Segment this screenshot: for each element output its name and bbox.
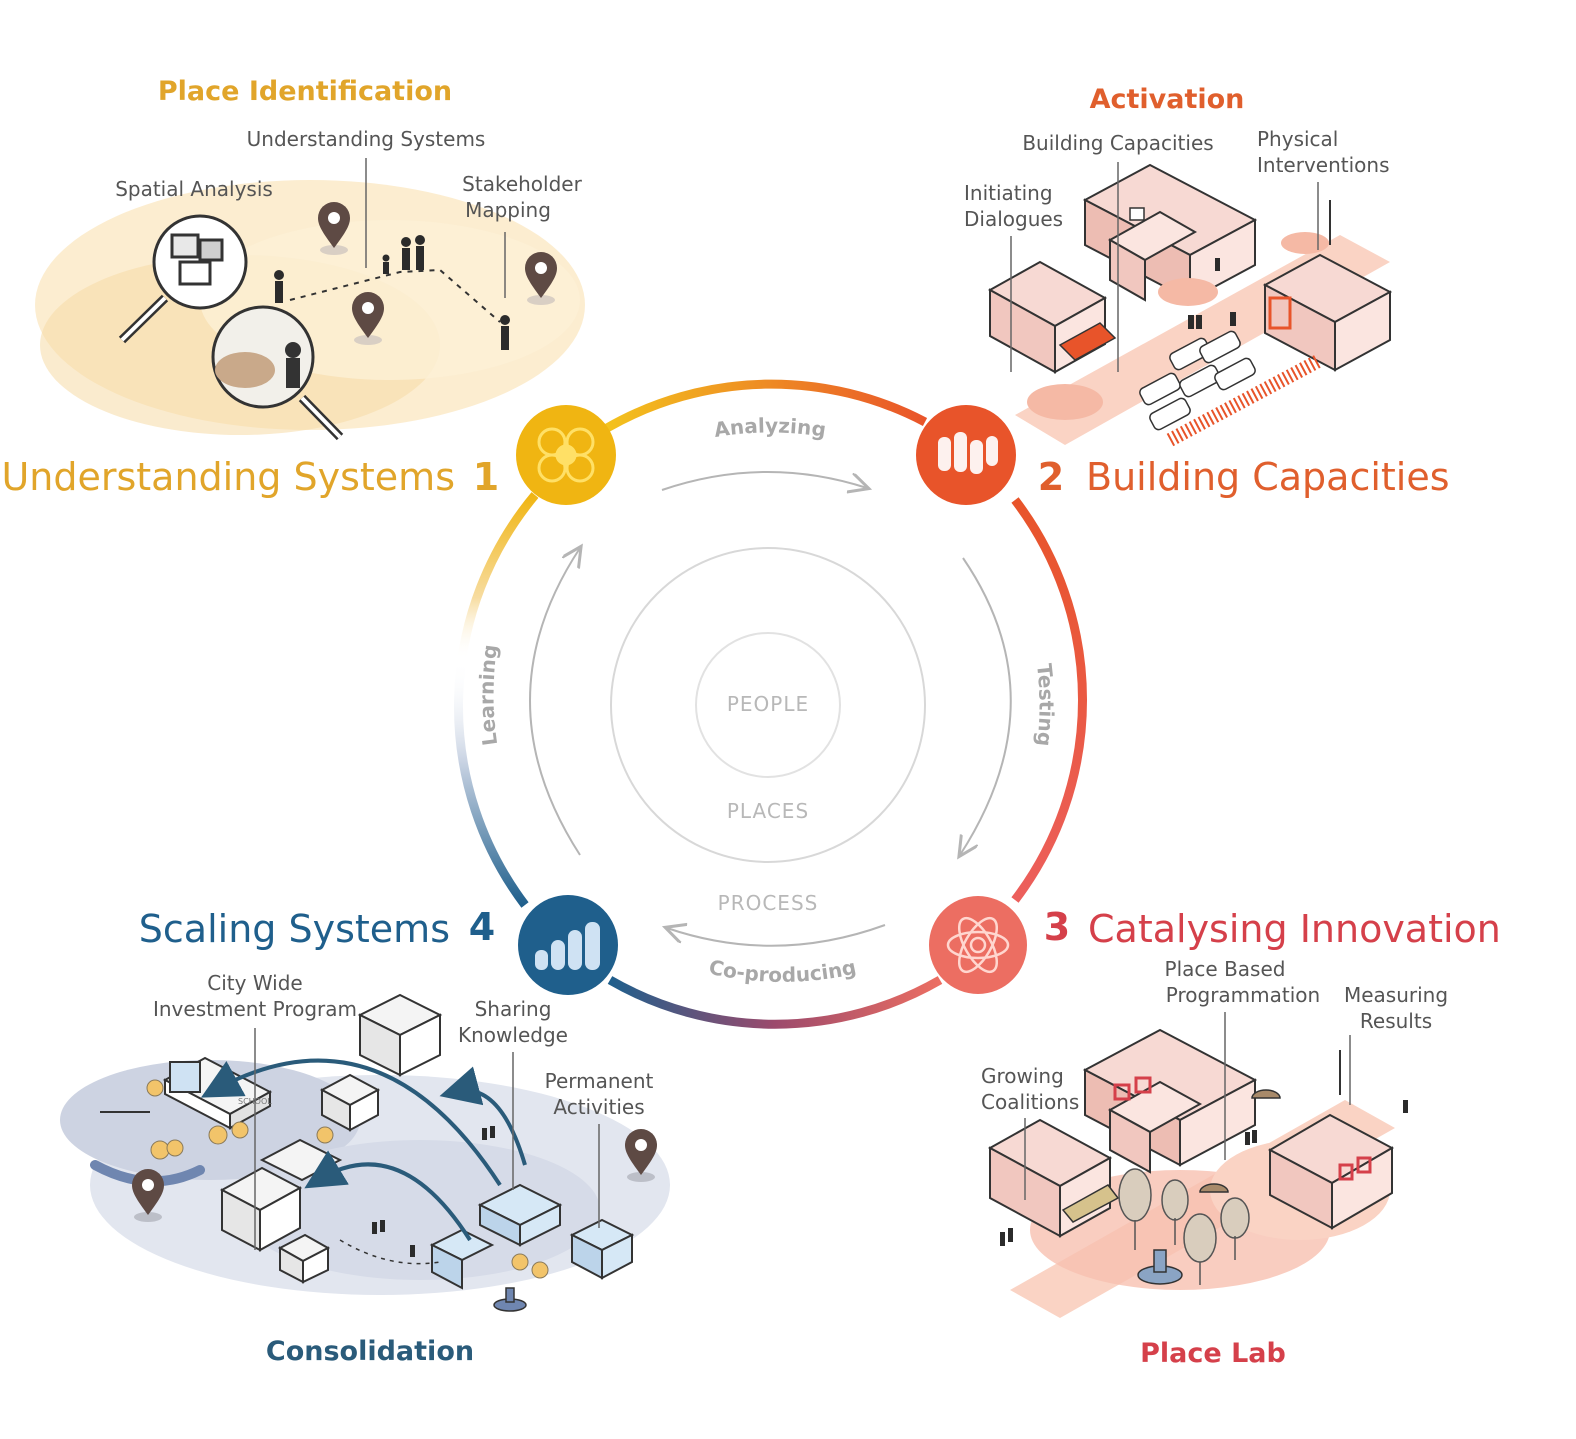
stage-1-number: 1 (473, 455, 499, 499)
header-consolidation: Consolidation (266, 1336, 474, 1367)
people-icon (1000, 1100, 1408, 1246)
stage-2-title: Building Capacities (1086, 455, 1450, 499)
people-icon (1188, 258, 1236, 329)
label-building-capacities: Building Capacities (1022, 131, 1213, 155)
fountain-icon (493, 1287, 527, 1312)
building-illustration (987, 260, 1117, 374)
map-pin-icon (625, 1129, 657, 1182)
magnifier-icon (118, 214, 248, 344)
map-pin-icon (132, 1169, 164, 1222)
people-icon (372, 1126, 495, 1257)
label-dialogues: Dialogues (964, 207, 1063, 231)
quadrant-place-identification: Place Identification (35, 76, 585, 441)
header-activation: Activation (1090, 84, 1245, 115)
label-understanding-systems: Understanding Systems (247, 127, 486, 151)
building-illustration (219, 993, 443, 1284)
label-initiating: Initiating (964, 181, 1053, 205)
quadrant-activation: Activation (964, 84, 1393, 447)
label-permanent: Permanent (545, 1069, 654, 1093)
flower-cluster-icon (537, 427, 595, 483)
building-illustration (1082, 163, 1258, 302)
center-label-people: PEOPLE (727, 692, 809, 716)
center-label-process: PROCESS (718, 891, 819, 915)
people-icon (274, 235, 510, 350)
label-physical: Physical (1257, 127, 1338, 151)
label-place-based: Place Based (1165, 957, 1286, 981)
building-illustration (1262, 253, 1393, 372)
cycle-ring (454, 379, 1087, 1029)
center-label-places: PLACES (727, 799, 809, 823)
header-place-identification: Place Identification (158, 76, 452, 107)
building-illustration (1267, 1113, 1395, 1230)
label-measuring: Measuring (1344, 983, 1448, 1007)
center-circles: PEOPLE PLACES PROCESS (610, 547, 926, 915)
label-growing: Growing (981, 1064, 1064, 1088)
cycle-label-analyzing: Analyzing (712, 413, 827, 441)
stage-3-node (929, 896, 1027, 994)
atom-flower-icon (946, 916, 1010, 974)
stage-4-node (518, 895, 618, 995)
stage-1-title: Understanding Systems (1, 455, 455, 499)
cycle-label-testing: Testing (1032, 662, 1058, 747)
label-city-wide: City Wide (207, 971, 302, 995)
label-programmation: Programmation (1166, 983, 1320, 1007)
cars-illustration (1139, 330, 1256, 431)
label-sharing: Sharing (475, 997, 552, 1021)
stage-2-node (916, 405, 1016, 505)
building-illustration (1082, 1028, 1258, 1174)
label-coalitions: Coalitions (981, 1090, 1079, 1114)
stage-3-title: Catalysing Innovation (1088, 907, 1501, 951)
label-interventions: Interventions (1257, 153, 1390, 177)
tree-icon (1118, 1168, 1250, 1285)
quadrant-consolidation: Consolidation SCHOOL (60, 971, 670, 1367)
stage-2-number: 2 (1038, 455, 1064, 499)
label-investment-program: Investment Program (153, 997, 357, 1021)
rising-bars-icon (535, 922, 600, 970)
tree-icon (146, 1079, 549, 1279)
label-spatial-analysis: Spatial Analysis (115, 177, 273, 201)
quadrant-place-lab: Place Lab (981, 957, 1448, 1369)
header-place-lab: Place Lab (1140, 1338, 1286, 1369)
map-pin-icon (525, 252, 557, 305)
magnifier-icon (211, 305, 344, 441)
label-knowledge: Knowledge (458, 1023, 568, 1047)
fountain-icon (1137, 1249, 1183, 1285)
map-pin-icon (318, 202, 350, 255)
stage-4-title: Scaling Systems (139, 907, 450, 951)
building-illustration (429, 1183, 635, 1290)
stage-1-node (516, 405, 616, 505)
label-mapping: Mapping (465, 198, 551, 222)
inner-arrows (529, 471, 1012, 947)
label-stakeholder: Stakeholder (462, 172, 582, 196)
cycle-label-learning: Learning (474, 643, 502, 747)
cycle-label-co-producing: Co-producing (707, 955, 858, 987)
umbrella-icon (1199, 1089, 1281, 1193)
stage-4-number: 4 (469, 905, 495, 949)
map-pin-icon (352, 292, 384, 345)
label-results: Results (1360, 1009, 1432, 1033)
stage-3-number: 3 (1044, 905, 1070, 949)
stacked-bars-icon (938, 432, 998, 474)
label-activities: Activities (553, 1095, 644, 1119)
